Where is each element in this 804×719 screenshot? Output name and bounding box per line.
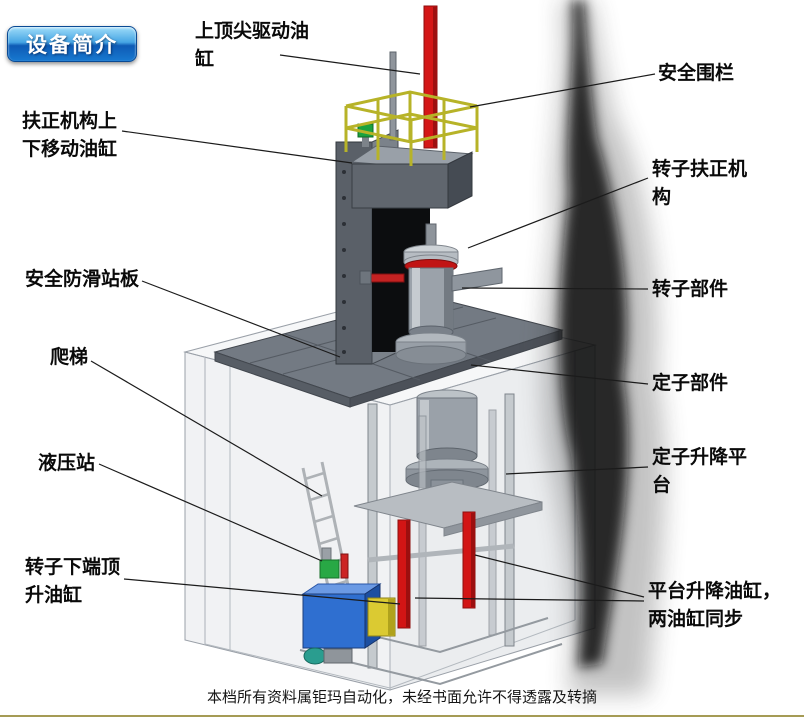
leader-ladder: [90, 360, 323, 497]
top-drive-cylinder-rod: [389, 5, 438, 149]
leader-centering-cylinder: [121, 130, 353, 164]
leader-lines: [90, 54, 656, 605]
label-centering-cylinder: 扶正机构上下移动油缸: [22, 111, 118, 160]
label-ladder: 爬梯: [50, 347, 89, 368]
safety-fence-railing: [344, 90, 479, 166]
label-stator-lift: 定子升降平台: [652, 447, 748, 496]
label-rotor-part: 转子部件: [652, 279, 729, 300]
leader-anti-slip: [141, 280, 341, 358]
green-box-post: [362, 137, 369, 147]
label-top-cylinder: 上顶尖驱动油缸: [195, 21, 310, 70]
shadow-smudge: [542, 0, 666, 695]
rotor-assembly: [359, 223, 503, 365]
label-platform-lift: 平台升降油缸，两油缸同步: [648, 581, 782, 630]
motor: [303, 647, 327, 665]
leader-stator-part: [470, 364, 649, 385]
red-centering-bar: [369, 273, 405, 283]
hydraulic-station: [301, 547, 396, 665]
leader-hydraulic: [98, 463, 323, 562]
leader-top-cylinder: [279, 54, 421, 75]
leader-rotor-part: [461, 287, 649, 290]
platform-lift-cylinders: [397, 511, 476, 629]
label-hydraulic-station: 液压站: [38, 453, 96, 474]
leader-safety-fence: [469, 73, 656, 108]
label-rotor-centering: 转子扶正机构: [652, 159, 748, 208]
label-safety-fence: 安全围栏: [658, 63, 735, 84]
column-bolts: [342, 170, 346, 354]
leader-platform-lift-1: [474, 554, 645, 598]
leader-rotor-centering: [467, 177, 649, 249]
label-rotor-bottom-jack: 转子下端顶升油缸: [25, 557, 121, 606]
leader-platform-lift-2: [414, 597, 645, 602]
pump-unit: [319, 559, 340, 579]
oil-tank: [302, 593, 366, 649]
label-stator-part: 定子部件: [652, 373, 729, 394]
device-intro-badge: 设备简介: [7, 26, 137, 62]
bottom-rule: [0, 715, 804, 717]
leader-rotor-bottom: [123, 578, 401, 605]
leader-stator-lift: [505, 466, 649, 475]
label-anti-slip-plate: 安全防滑站板: [25, 269, 140, 290]
copyright-notice: 本档所有资料属钜玛自动化，未经书面允许不得透露及转摘: [206, 689, 597, 706]
centering-arm: [451, 267, 503, 292]
